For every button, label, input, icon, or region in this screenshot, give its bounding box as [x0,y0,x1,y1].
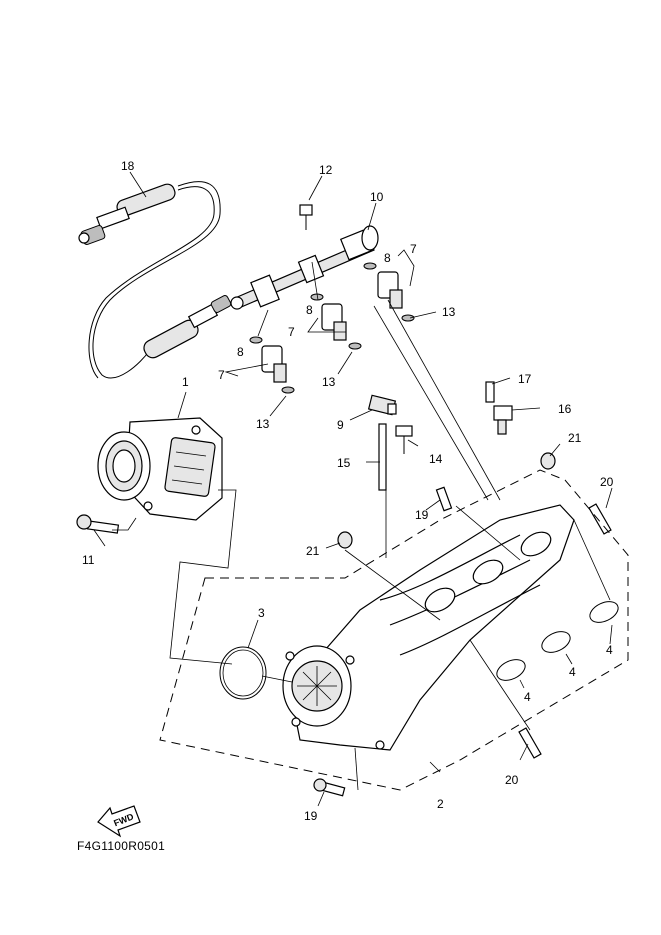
callout-8-left: 8 [237,345,244,359]
sensor-16-part [493,405,513,435]
callout-15: 15 [337,456,351,470]
sensor-9-part [367,394,397,416]
seal-rings-part [496,601,619,681]
throttle-body-part [97,417,223,521]
callout-2: 2 [437,797,444,811]
callout-7-middle: 7 [288,325,295,339]
callout-13-left: 13 [256,417,270,431]
callout-12: 12 [319,163,333,177]
callout-3: 3 [258,606,265,620]
callout-4-left: 4 [524,690,531,704]
manifold-mesh [297,666,337,706]
assembly-outline [159,469,629,791]
stud-15-part [378,423,387,491]
bolt-19-lower-part [313,778,346,797]
fuel-hose-part [78,181,232,379]
callout-16: 16 [558,402,572,416]
fuel-rail-part [230,204,379,310]
injector-left [249,336,295,394]
drawing-code: F4G1100R0501 [77,839,165,853]
bolt-11-part [76,514,120,534]
callout-13-upper: 13 [442,305,456,319]
forward-arrow-icon: FWD [97,805,141,838]
callout-labels: 18 12 10 7 8 8 7 13 8 7 13 1 13 17 16 9 … [82,159,614,823]
callout-20-upper: 20 [600,475,614,489]
grommet-21-lower-part [337,531,353,549]
intake-manifold-part [282,504,575,751]
callout-4-right: 4 [606,643,613,657]
callout-13-middle: 13 [322,375,336,389]
callout-7-left: 7 [218,368,225,382]
callout-8-upper: 8 [384,251,391,265]
callout-10: 10 [370,190,384,204]
callout-21-lower: 21 [306,544,320,558]
joint-14-part [395,425,413,454]
callout-11: 11 [82,553,95,567]
injector-middle [310,293,362,350]
gasket-3-part [219,646,267,700]
stud-20-upper-part [588,503,612,535]
leader-lines [93,171,613,807]
callout-14: 14 [429,452,443,466]
callout-1: 1 [182,375,189,389]
callout-19-upper: 19 [415,508,429,522]
callout-17: 17 [518,372,532,386]
bolt-19-upper-part [435,486,453,512]
callout-4-middle: 4 [569,665,576,679]
callout-18: 18 [121,159,135,173]
injector-upper-right [363,262,415,322]
callout-7-upper: 7 [410,242,417,256]
bolt-17-part [485,381,495,403]
callout-21-upper: 21 [568,431,582,445]
callout-8-middle: 8 [306,303,313,317]
grommet-21-upper-part [540,452,556,470]
stud-20-lower-part [518,727,542,759]
callout-20-lower: 20 [505,773,519,787]
callout-19-lower: 19 [304,809,318,823]
callout-9: 9 [337,418,344,432]
